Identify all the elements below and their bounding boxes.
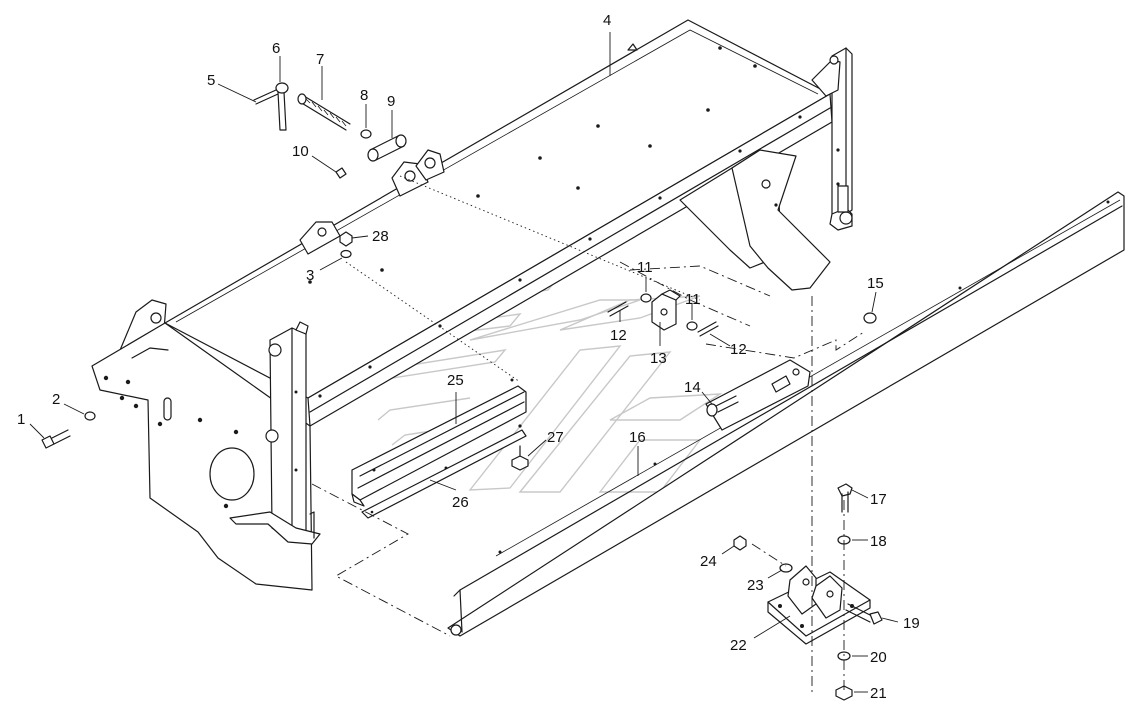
assembly-lines	[311, 175, 865, 694]
callout-17: 17	[870, 491, 887, 508]
angle-rail	[447, 191, 1125, 637]
callout-26: 26	[452, 494, 469, 511]
callout-20: 20	[870, 649, 887, 666]
bracket-part-13	[651, 289, 681, 331]
callout-13: 13	[650, 350, 667, 367]
right-vertical-post	[811, 47, 853, 231]
strip-part-26	[361, 429, 527, 519]
callout-12a: 12	[610, 327, 627, 344]
leader-lines	[29, 32, 899, 693]
callout-8: 8	[360, 87, 368, 104]
callout-11b: 11	[685, 291, 701, 308]
callout-24: 24	[700, 553, 717, 570]
callout-28: 28	[372, 228, 389, 245]
callout-25: 25	[447, 372, 464, 389]
callout-19: 19	[903, 615, 920, 632]
callout-9: 9	[387, 93, 395, 110]
callout-10: 10	[292, 143, 309, 160]
callout-27: 27	[547, 429, 564, 446]
main-frame-beam	[117, 19, 833, 427]
hardware	[41, 82, 883, 701]
callout-15: 15	[867, 275, 884, 292]
callout-2: 2	[52, 391, 60, 408]
callout-5: 5	[207, 72, 215, 89]
callout-1: 1	[17, 411, 25, 428]
callout-18: 18	[870, 533, 887, 550]
left-end-plate	[91, 321, 321, 591]
callout-labels: 1 2 3 4 5 6 7 8 9 10 11 11 12 12 13 14 1…	[17, 12, 920, 702]
mount-bracket-part-22	[767, 565, 871, 645]
callout-23: 23	[747, 577, 764, 594]
callout-6: 6	[272, 40, 280, 57]
callout-16: 16	[629, 429, 646, 446]
callout-11a: 11	[637, 259, 653, 276]
channel-part-25	[351, 378, 527, 507]
callout-7: 7	[316, 51, 324, 68]
callout-22: 22	[730, 637, 747, 654]
callout-12b: 12	[730, 341, 747, 358]
callout-4: 4	[603, 12, 611, 29]
callout-21: 21	[870, 685, 887, 702]
callout-3: 3	[306, 267, 314, 284]
callout-14: 14	[684, 379, 701, 396]
